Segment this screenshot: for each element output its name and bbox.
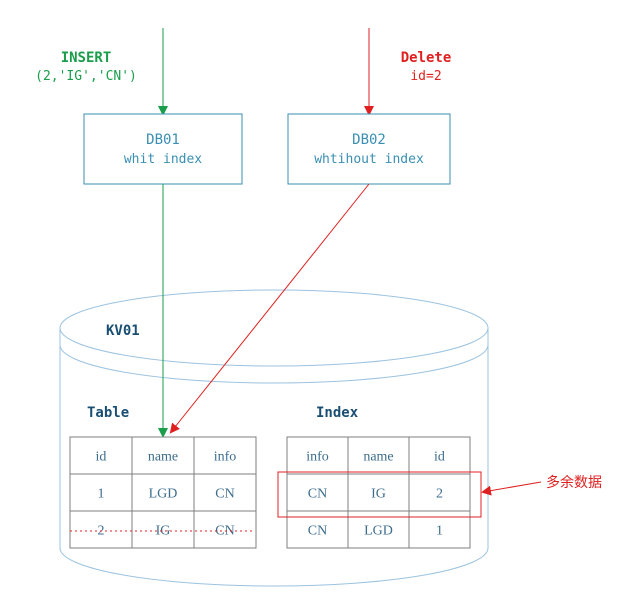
index-cell-border <box>408 473 471 512</box>
table-data-cell: IG <box>156 524 171 539</box>
extra-data-label: 多余数据 <box>546 474 602 491</box>
db01-desc: whit index <box>124 152 202 167</box>
kv-store-label: KV01 <box>106 323 140 339</box>
table-cell-border <box>69 473 133 512</box>
index-cell-border <box>286 436 349 475</box>
table-cell-border <box>131 473 195 512</box>
insert-op-title: INSERT <box>61 50 112 66</box>
table-data-cell: 1 <box>98 487 105 502</box>
insert-op-args: (2,'IG','CN') <box>35 69 137 84</box>
index-header-cell: name <box>363 450 393 465</box>
db02-node <box>287 113 451 185</box>
table-cell-border <box>69 436 133 475</box>
index-data-cell: CN <box>308 524 327 539</box>
index-header-cell: id <box>434 450 445 465</box>
table-header-cell: id <box>96 450 107 465</box>
db02-to-table-arrow <box>169 183 370 434</box>
extra-data-arrow <box>481 481 542 496</box>
index-title: Index <box>316 405 359 421</box>
table-header-cell: info <box>214 450 237 465</box>
index-data-cell: LGD <box>364 524 393 539</box>
index-data-cell: CN <box>308 487 327 502</box>
table-cell-border <box>193 436 257 475</box>
table-header-cell: name <box>148 450 178 465</box>
table-data-cell: CN <box>215 487 234 502</box>
index-data-cell: 1 <box>436 524 443 539</box>
index-cell-border <box>408 436 471 475</box>
table-data-cell: LGD <box>149 487 178 502</box>
delete-op-args: id=2 <box>410 69 441 84</box>
table-cell-border <box>193 510 257 549</box>
db02-name: DB02 <box>352 132 386 148</box>
table-title: Table <box>87 405 129 421</box>
table-cell-border <box>69 510 133 549</box>
index-data-cell: 2 <box>436 487 443 502</box>
index-header-cell: info <box>306 450 329 465</box>
delete-op-title: Delete <box>401 50 452 66</box>
db01-node <box>83 113 243 185</box>
db02-desc: whtihout index <box>314 152 424 167</box>
db01-name: DB01 <box>146 132 180 148</box>
index-data-cell: IG <box>371 487 386 502</box>
extra-data-highlight <box>277 471 482 518</box>
table-cell-border <box>131 436 195 475</box>
